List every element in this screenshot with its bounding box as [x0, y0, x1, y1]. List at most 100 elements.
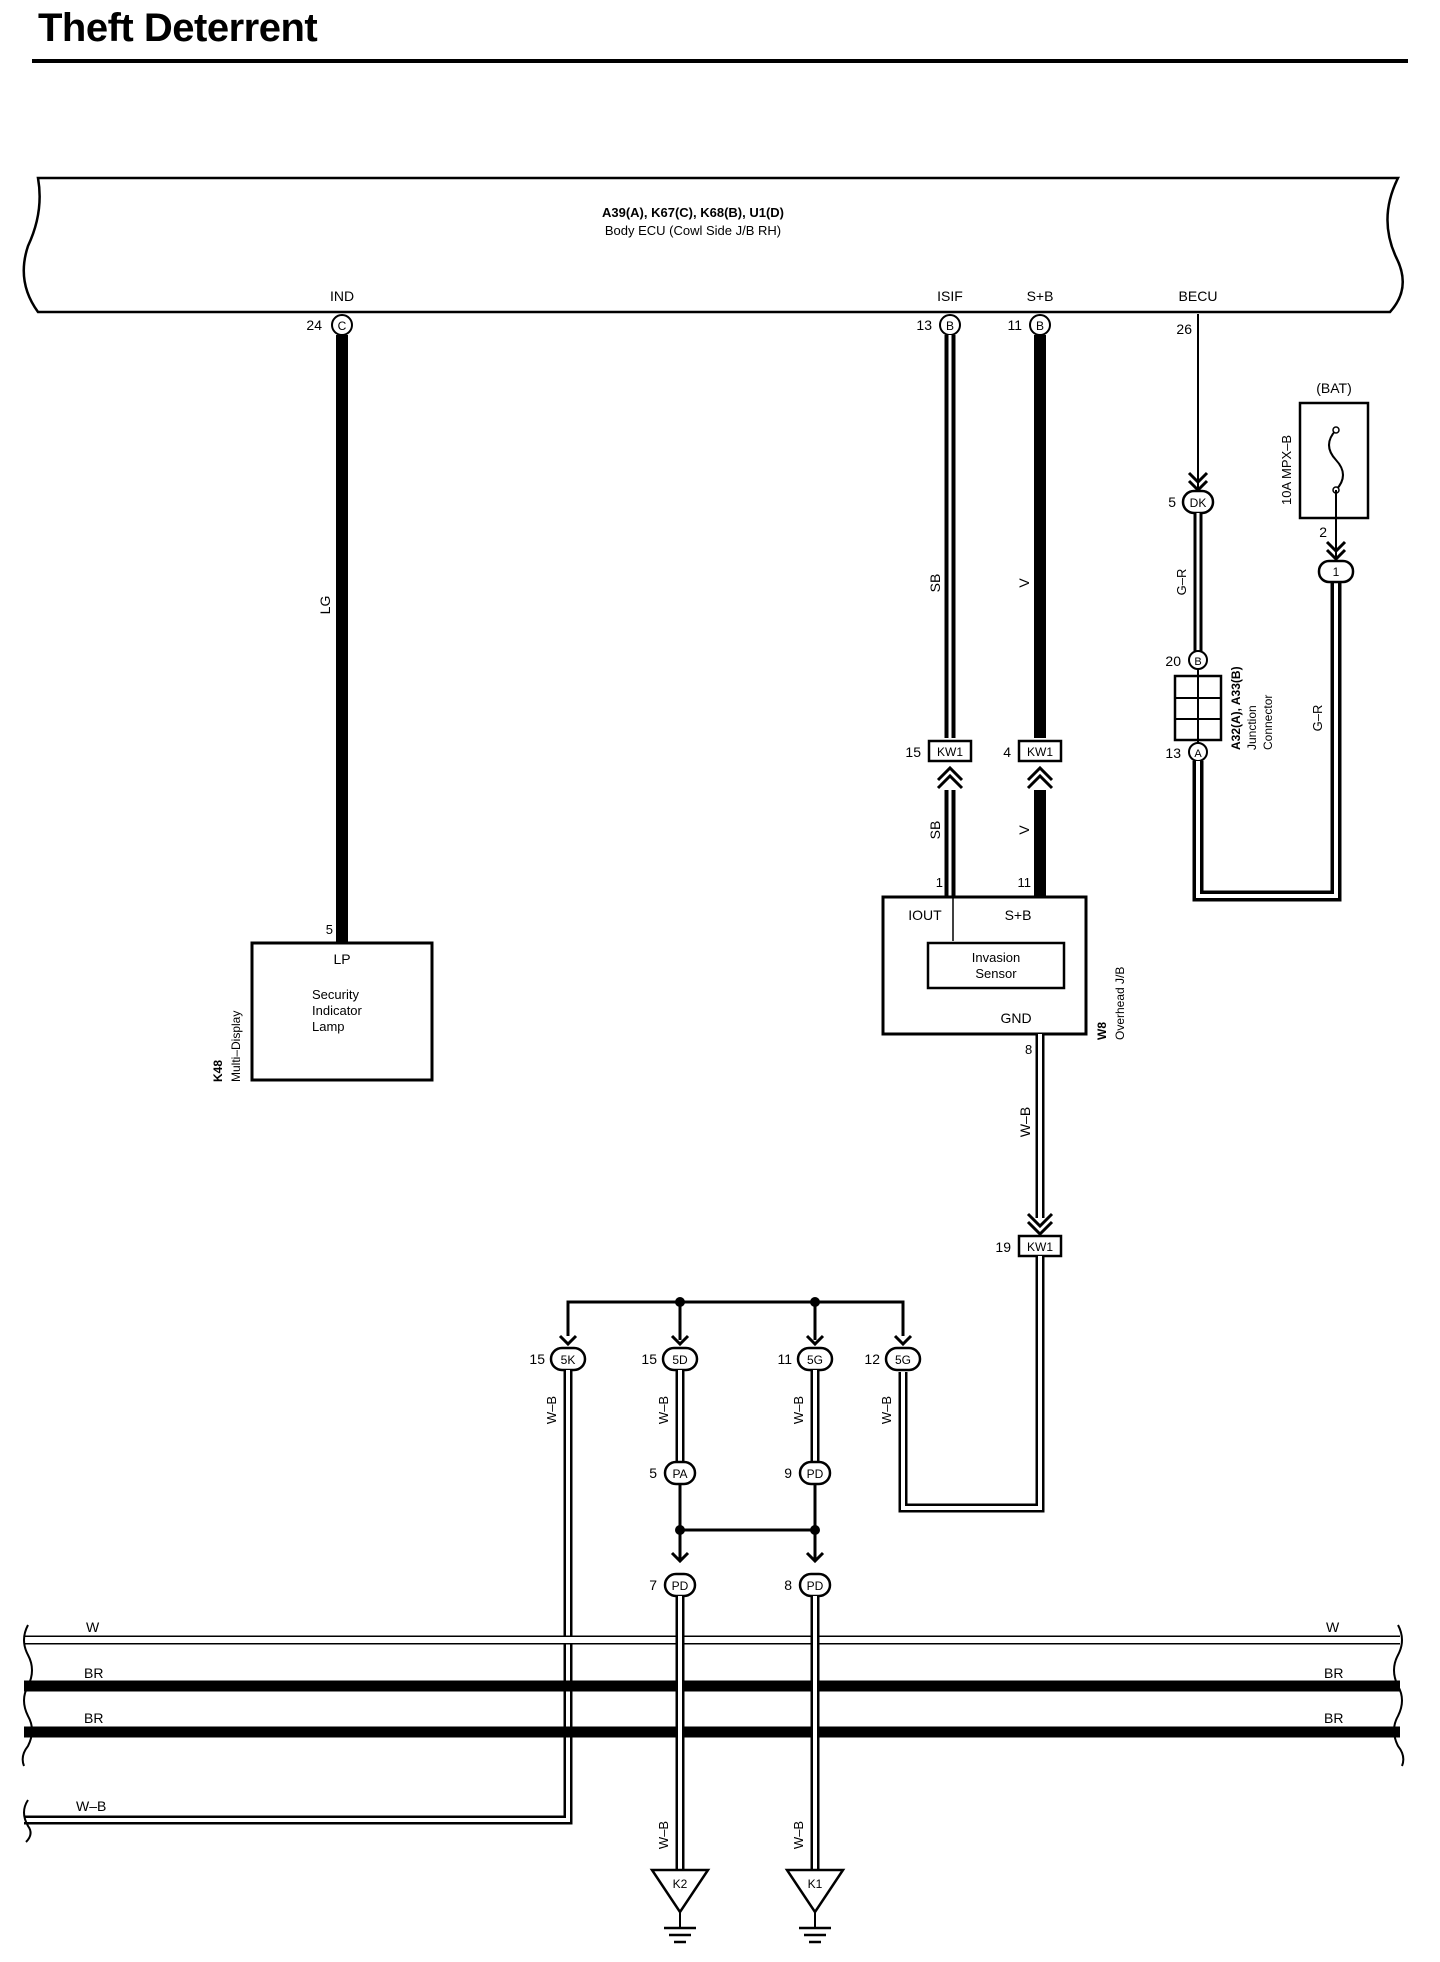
ground-k1-icon: [784, 1868, 846, 1915]
kw1-wb-chevron-down: [1026, 1212, 1054, 1237]
chevron-5g2: [893, 1334, 913, 1347]
wire-wb-5d-label: W–B: [656, 1396, 671, 1424]
display-term: LP: [333, 951, 350, 967]
ecu-pin-ind: 24 C: [306, 314, 353, 336]
kw1-v-label: KW1: [1027, 745, 1053, 759]
connector-5k: 15 5K: [529, 1346, 587, 1372]
d5-pin: 15: [641, 1351, 657, 1367]
ground-k2: K2: [649, 1868, 711, 1944]
pd8-label: PD: [807, 1579, 824, 1593]
fuse-icon: [1328, 429, 1344, 491]
connector-5g-a: 11 5G: [777, 1346, 834, 1372]
splice-dot-2: [810, 1297, 820, 1307]
chevron-pd7: [670, 1551, 690, 1564]
wire-wb-kw1-to-5g: [898, 1256, 1045, 1513]
kw1-wb-pin: 19: [995, 1239, 1011, 1255]
connector-5g-b: 12 5G: [864, 1346, 922, 1372]
ground-k2-icon: [649, 1868, 711, 1915]
body-ecu-box: A39(A), K67(C), K68(B), U1(D) Body ECU (…: [22, 176, 1404, 314]
connector-5d: 15 5D: [641, 1346, 699, 1372]
splice-dot-3: [675, 1525, 685, 1535]
page-title: Theft Deterrent: [38, 6, 318, 50]
overhead-gnd: GND: [1000, 1010, 1031, 1026]
overhead-pin-iout: 1: [936, 875, 943, 890]
overhead-pin-sb: 11: [1018, 875, 1032, 890]
ecu-pin-isif-number: 13: [916, 317, 932, 333]
ground-k1: K1: [784, 1868, 846, 1944]
ecu-pin-sb-conn: B: [1036, 319, 1044, 333]
display-name: Multi–Display: [229, 1011, 243, 1082]
kw1-connector-wb: 19 KW1: [995, 1234, 1063, 1258]
wire-v-lower-label: V: [1016, 825, 1032, 835]
d5-label: 5D: [672, 1353, 688, 1367]
jc-top-conn: B: [1194, 656, 1201, 668]
kw1-v-chevron-up: [1026, 765, 1054, 790]
wire-wb-mid-label: W–B: [1017, 1107, 1033, 1137]
wire-gr-left-label: G–R: [1174, 569, 1189, 596]
wire-wb-5g-label: W–B: [791, 1396, 806, 1424]
bus-br1-left: BR: [84, 1665, 103, 1681]
kw1-sb-pin: 15: [905, 744, 921, 760]
bus-br2-right: BR: [1324, 1710, 1343, 1726]
jc-line1: A32(A), A33(B): [1229, 666, 1243, 750]
wire-gr-loop: [1192, 582, 1342, 902]
bat-label: (BAT): [1316, 380, 1352, 396]
sensor-line2: Sensor: [975, 966, 1017, 981]
connector-pd-8: 8 PD: [784, 1572, 832, 1598]
g5a-pin: 11: [777, 1351, 792, 1367]
pd7-pin: 7: [649, 1577, 657, 1593]
sensor-line1: Invasion: [972, 950, 1020, 965]
wire-v-upper-label: V: [1016, 578, 1032, 588]
overhead-name: Overhead J/B: [1113, 967, 1127, 1040]
ecu-pin-becu-number: 26: [1176, 321, 1192, 337]
one-label: 1: [1333, 565, 1340, 579]
break-mark-right: [1393, 1624, 1405, 1767]
kw1-connector-v: 4 KW1: [1003, 739, 1063, 763]
ecu-pin-isif-label: ISIF: [937, 288, 963, 304]
connector-pd-9: 9 PD: [784, 1460, 832, 1486]
wire-wb-5k-label: W–B: [544, 1396, 559, 1424]
kw1-sb-label: KW1: [937, 745, 963, 759]
jc-bot-conn: A: [1194, 748, 1202, 760]
overhead-pin-gnd: 8: [1025, 1042, 1032, 1057]
ground-k1-label: K1: [808, 1877, 823, 1891]
g5b-pin: 12: [864, 1351, 880, 1367]
wire-wb-5k: [24, 1370, 573, 1825]
chevron-5k: [558, 1334, 578, 1347]
display-lamp-line1: Security: [312, 987, 359, 1002]
pa-pin: 5: [649, 1465, 657, 1481]
ecu-connectors: A39(A), K67(C), K68(B), U1(D): [602, 205, 784, 220]
ecu-pin-isif-conn: B: [946, 319, 954, 333]
display-lamp-line2: Indicator: [312, 1003, 363, 1018]
ecu-pin-ind-label: IND: [330, 288, 354, 304]
chevron-pd8: [805, 1551, 825, 1564]
break-mark-left: [21, 1624, 33, 1767]
bus-br1-right: BR: [1324, 1665, 1343, 1681]
g5b-label: 5G: [895, 1353, 911, 1367]
invasion-sensor-box: [926, 941, 1066, 990]
chevron-5g: [805, 1334, 825, 1347]
kw1-wb-label: KW1: [1027, 1240, 1053, 1254]
bus-w-left: W: [86, 1619, 100, 1635]
multi-display-box: 5 LP Security Indicator Lamp K48 Multi–D…: [211, 922, 434, 1082]
connector-pd-7: 7 PD: [649, 1572, 697, 1598]
one-connector: 1: [1317, 559, 1355, 584]
ecu-pin-ind-conn: C: [338, 319, 347, 333]
pd9-label: PD: [807, 1467, 824, 1481]
dk-connector: 5 DK: [1168, 489, 1215, 515]
one-chevron-down: [1325, 540, 1347, 562]
pd9-pin: 9: [784, 1465, 792, 1481]
pa-label: PA: [672, 1467, 687, 1481]
ecu-pin-ind-number: 24: [306, 317, 322, 333]
wire-wb-k1-label: W–B: [791, 1821, 806, 1849]
jc-bot-pin: 13: [1165, 745, 1181, 761]
overhead-sb: S+B: [1005, 907, 1032, 923]
chevron-5d: [670, 1334, 690, 1347]
ecu-pin-sb-number: 11: [1007, 317, 1022, 333]
wire-wb-k2-label: W–B: [656, 1821, 671, 1849]
pd7-label: PD: [672, 1579, 689, 1593]
overhead-jb-box: IOUT S+B Invasion Sensor GND W8 Overhead…: [881, 895, 1127, 1040]
bus-w-right: W: [1326, 1619, 1340, 1635]
ground-k2-label: K2: [673, 1877, 688, 1891]
